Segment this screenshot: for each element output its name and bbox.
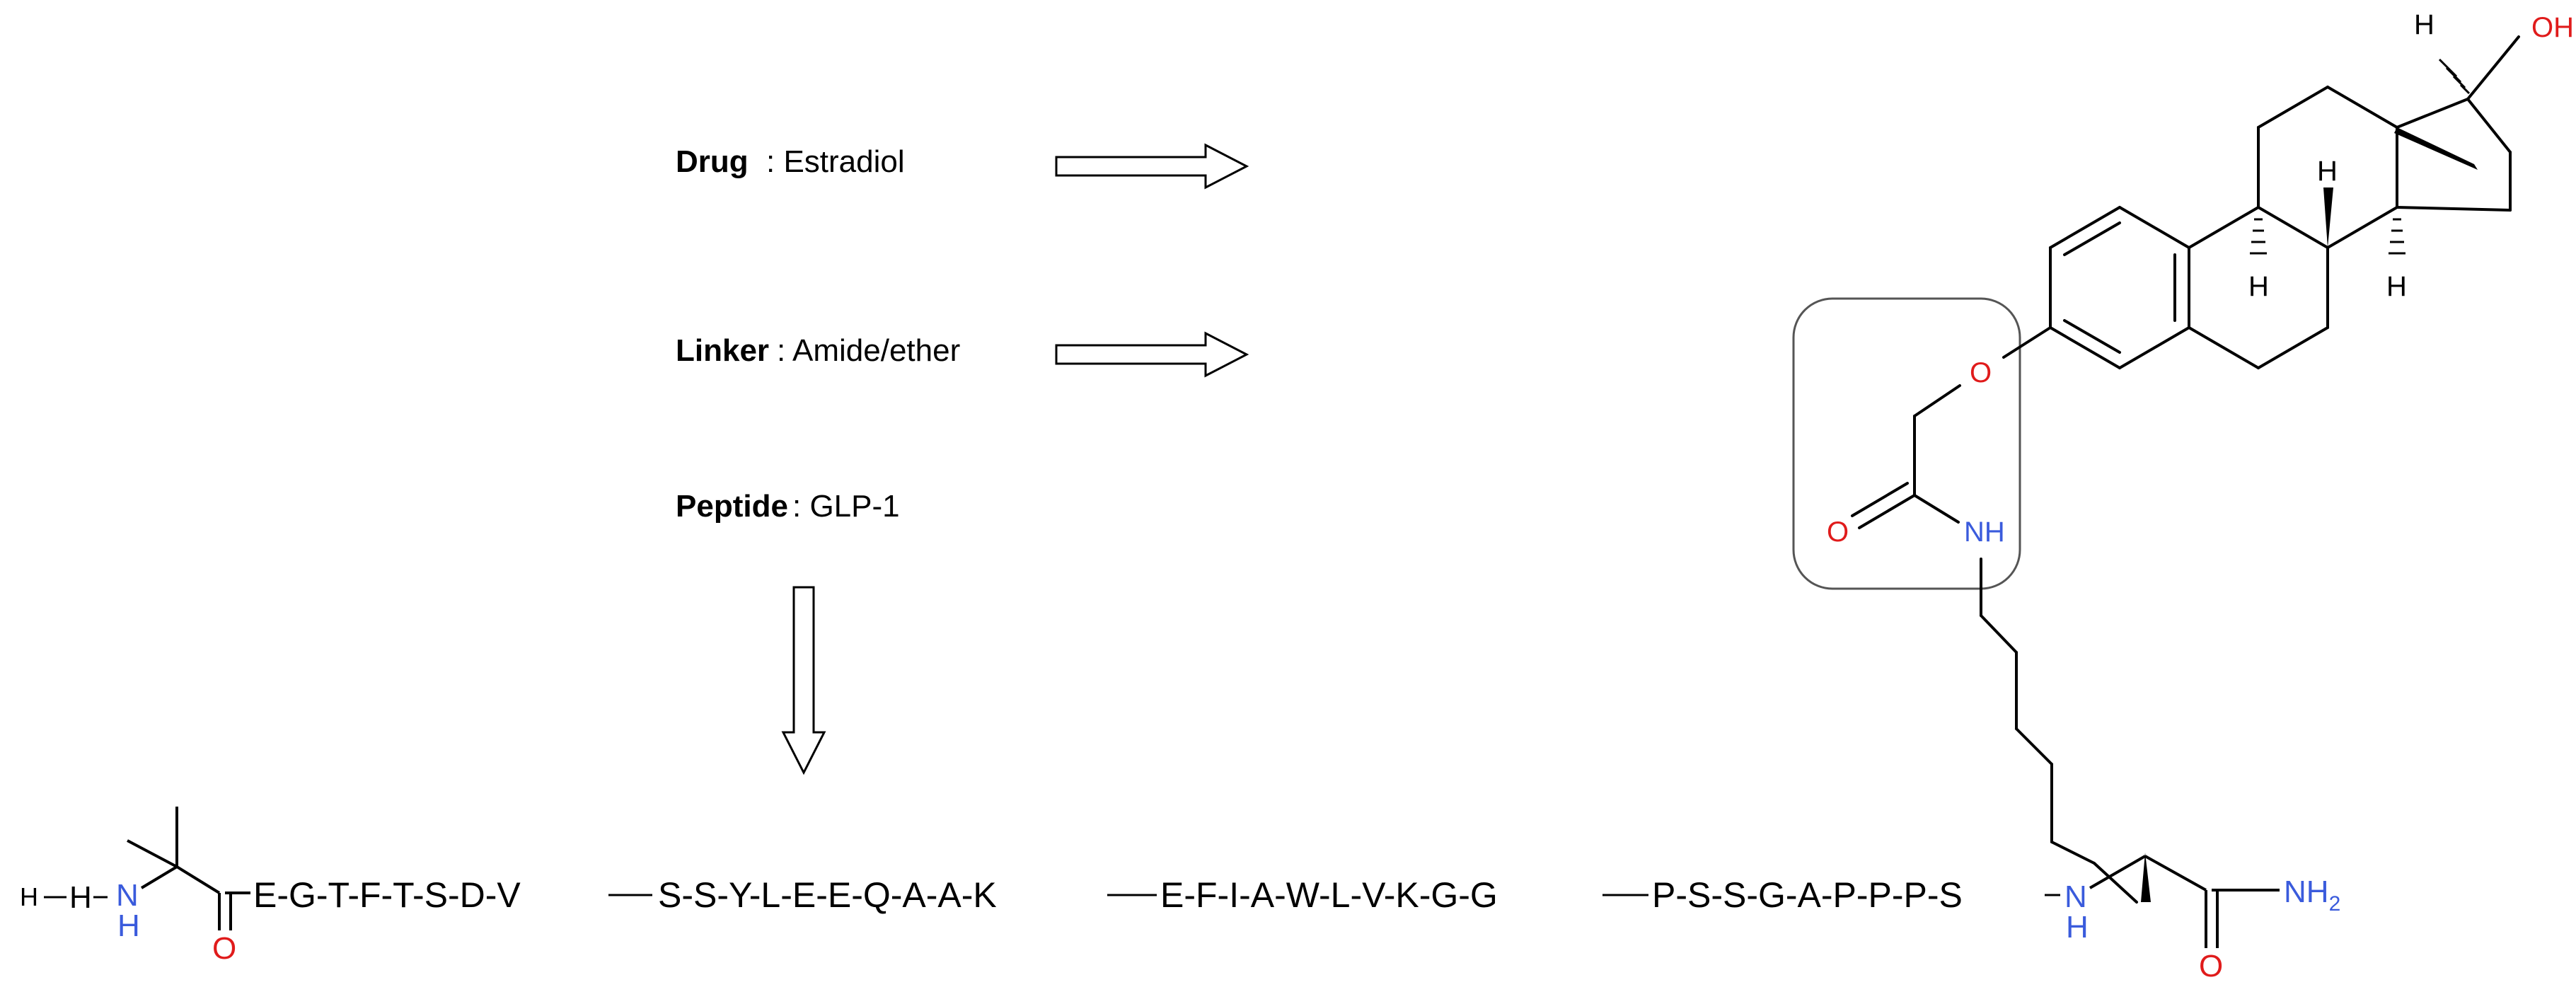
h8-wedge-icon: [2323, 187, 2333, 248]
c-term-nh2-label: NH2: [2284, 875, 2340, 916]
lys-n-label: N: [2064, 879, 2087, 914]
amide-oxygen-label: O: [1827, 517, 1849, 548]
drug-key: Drug: [676, 144, 749, 179]
n-term-n-label: N: [116, 878, 139, 913]
hashed-bonds: [2250, 58, 2471, 255]
linker-arrow-icon: [1055, 331, 1249, 378]
n-term-h-label: H: [20, 882, 38, 911]
drug-value: : Estradiol: [766, 144, 905, 179]
sequence-segment-3: E-F-I-A-W-L-V-K-G-G: [1160, 875, 1498, 915]
n-term-nh-label: H: [117, 908, 140, 943]
linker-label: Linker : Amide/ether: [676, 333, 960, 368]
sequence-segment-4: P-S-S-G-A-P-P-P-S: [1652, 875, 1963, 915]
drug-label: Drug : Estradiol: [676, 144, 905, 179]
h9-label: H: [2248, 271, 2269, 302]
peptide-arrow-icon: [781, 586, 826, 775]
c-term-nh-text: NH: [2284, 875, 2329, 909]
linker-highlight-box: [1792, 297, 2021, 590]
lys-backbone: [2089, 855, 2280, 948]
peptide-value: : GLP-1: [792, 489, 900, 524]
h17-label: H: [2414, 9, 2435, 40]
c-term-oxygen-label: O: [2199, 949, 2223, 983]
linker-value: : Amide/ether: [777, 333, 960, 368]
h8-label: H: [2317, 156, 2338, 187]
sequence-segment-1: E-G-T-F-T-S-D-V: [253, 875, 521, 915]
estradiol-structure: [1851, 35, 2520, 904]
h14-label: H: [2386, 271, 2407, 302]
amide-nh-label: NH: [1964, 517, 2005, 548]
n-term-h2-label: H: [69, 880, 92, 915]
hydroxyl-label: OH: [2531, 12, 2574, 43]
ether-oxygen-label: O: [1970, 357, 1992, 388]
aib-oxygen-label: O: [212, 931, 236, 966]
peptide-label: Peptide : GLP-1: [676, 489, 900, 524]
lys-wedge-icon: [2141, 853, 2151, 902]
c-term-subscript: 2: [2329, 892, 2341, 916]
lys-nh-label: H: [2066, 910, 2089, 945]
aib-residue: [127, 807, 250, 930]
sequence-segment-2: S-S-Y-L-E-E-Q-A-A-K: [658, 875, 997, 915]
drug-arrow-icon: [1055, 143, 1249, 190]
linker-key: Linker: [676, 333, 769, 368]
methyl-wedge-icon: [2394, 127, 2478, 170]
peptide-key: Peptide: [676, 489, 788, 524]
